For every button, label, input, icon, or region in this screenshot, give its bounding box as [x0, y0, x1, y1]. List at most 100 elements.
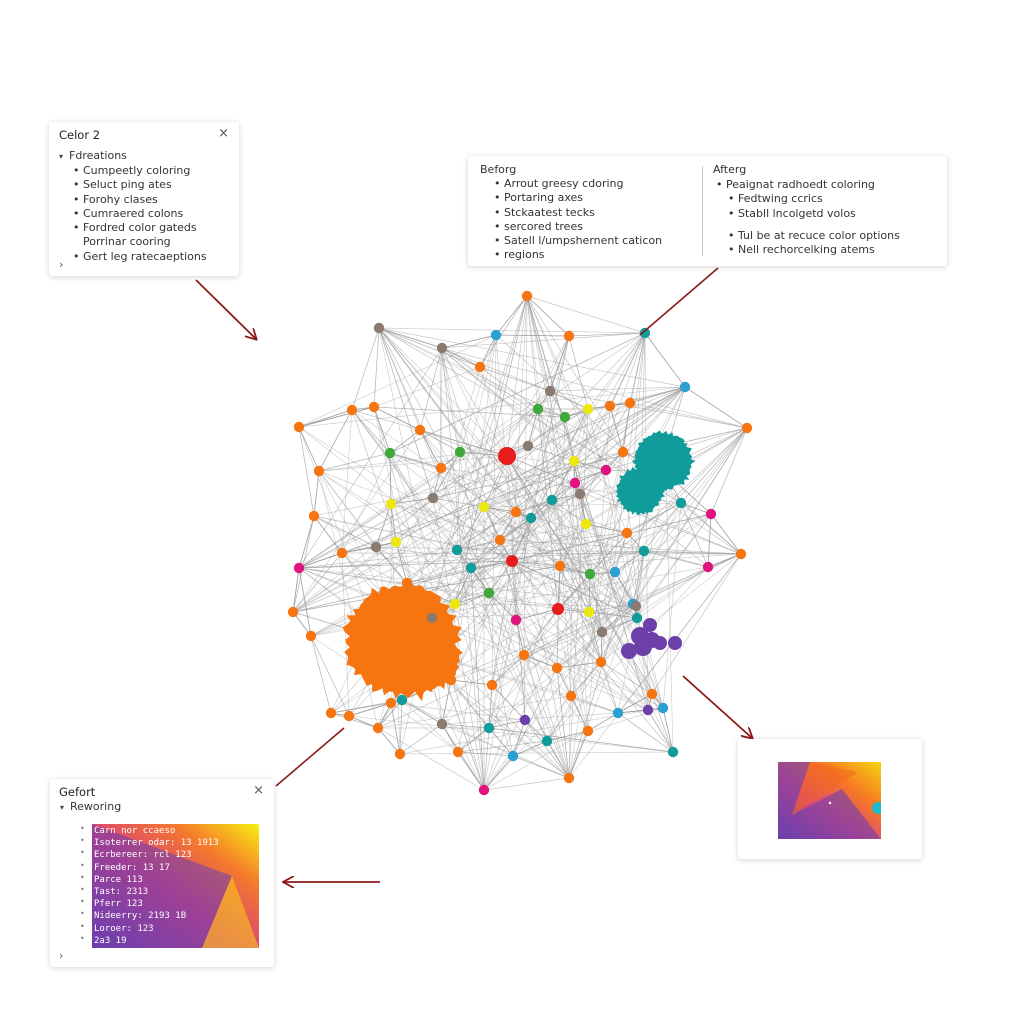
graph-edge	[512, 719, 526, 757]
graph-edge	[617, 693, 653, 714]
color-panel-top-left: Celor 2 × ▾Fdreations •Cumpeetly colorin…	[49, 122, 239, 276]
graph-edge	[557, 573, 591, 610]
graph-edge	[298, 408, 589, 569]
graph-edge	[557, 482, 576, 610]
graph-edge	[559, 553, 742, 567]
list-item[interactable]: •Gert leg ratecaeptions	[73, 249, 207, 263]
graph-edge	[419, 429, 508, 457]
graph-edge	[378, 327, 686, 388]
graph-edge	[298, 347, 443, 569]
graph-edge	[459, 451, 517, 513]
list-item: •Satell l/umpshernent caticon	[494, 234, 663, 248]
graph-node	[559, 411, 571, 423]
graph-edge	[523, 654, 570, 779]
graph-edge	[570, 695, 619, 714]
graph-node	[624, 397, 636, 409]
graph-node	[657, 702, 669, 714]
graph-edge	[431, 482, 576, 619]
graph-edge	[587, 405, 611, 732]
graph-edge	[570, 532, 628, 697]
graph-edge	[651, 553, 742, 695]
graph-edge	[609, 405, 624, 453]
graph-edge	[378, 327, 548, 742]
graph-edge	[401, 699, 443, 725]
graph-node	[554, 560, 566, 572]
graph-edge	[588, 513, 712, 613]
graph-node	[510, 506, 522, 518]
list-item[interactable]: Porrinar cooring	[83, 235, 207, 249]
graph-node	[313, 465, 325, 477]
graph-edge	[551, 499, 587, 525]
graph-edge	[579, 402, 631, 495]
graph-edge	[456, 386, 686, 551]
graph-node	[584, 568, 596, 580]
graph-node	[498, 447, 516, 465]
graph-edge	[377, 727, 485, 791]
graph-edge	[526, 295, 624, 453]
graph-edge	[298, 532, 628, 569]
list-item-label: Porrinar cooring	[83, 235, 171, 249]
graph-edge	[546, 730, 589, 742]
graph-edge	[298, 567, 312, 637]
graph-edge	[662, 502, 682, 709]
graph-edge	[457, 751, 514, 757]
section-label: Reworing	[70, 800, 122, 813]
graph-edge	[647, 709, 674, 753]
graph-edge	[632, 427, 748, 605]
graph-node	[436, 342, 448, 354]
graph-edge	[389, 332, 646, 454]
list-item[interactable]: •Cumraered colons	[73, 206, 184, 220]
graph-edge	[389, 452, 442, 469]
graph-node	[525, 512, 537, 524]
graph-node	[401, 577, 413, 589]
list-item: •Stabll lncolgetd volos	[728, 206, 856, 220]
list-item[interactable]: •Cumpeetly coloring	[73, 164, 191, 177]
chevron-right-icon[interactable]: ›	[59, 949, 64, 962]
graph-edge	[373, 406, 566, 418]
graph-edge	[441, 334, 497, 349]
graph-node	[427, 492, 439, 504]
graph-edge	[488, 727, 674, 753]
graph-edge	[450, 679, 493, 686]
graph-edge	[456, 539, 501, 551]
graph-edge	[491, 684, 526, 721]
graph-node	[596, 626, 608, 638]
graph-edge	[378, 327, 566, 418]
graph-node	[638, 545, 650, 557]
teal-cluster-blob	[615, 465, 666, 516]
graph-node	[600, 464, 612, 476]
graph-edge	[662, 707, 674, 753]
graph-edge	[298, 426, 320, 472]
preview-line: 2a3 19	[94, 935, 127, 946]
option-list: •Cumpeetly coloring •Seluct ping ates •F…	[73, 164, 207, 264]
graph-node	[385, 498, 397, 510]
close-icon[interactable]: ×	[253, 783, 264, 798]
close-icon[interactable]: ×	[218, 126, 229, 141]
graph-edge	[515, 619, 525, 656]
graph-node	[507, 750, 519, 762]
list-item[interactable]: •Forohy clases	[73, 192, 158, 206]
chevron-right-icon[interactable]: ›	[59, 258, 64, 271]
graph-edge	[495, 334, 570, 337]
section-label: Fdreations	[69, 149, 127, 162]
graph-edge	[559, 565, 602, 663]
list-item[interactable]: •Fordred color gateds	[73, 221, 197, 235]
graph-edge	[570, 661, 602, 697]
graph-edge	[488, 619, 517, 729]
graph-edge	[341, 452, 391, 554]
section-header[interactable]: ▾Reworing	[60, 800, 121, 815]
graph-edge	[373, 406, 566, 418]
graph-edge	[506, 455, 590, 613]
section-header[interactable]: ▾Fdreations	[59, 149, 127, 164]
graph-edge	[579, 386, 686, 495]
graph-edge	[556, 667, 570, 779]
graph-node	[510, 614, 522, 626]
list-item-label: Peaignat radhoedt coloring	[726, 178, 875, 191]
graph-edge	[546, 427, 748, 742]
graph-edge	[499, 539, 742, 555]
graph-edge	[579, 493, 637, 607]
graph-node	[541, 735, 553, 747]
list-item[interactable]: •Seluct ping ates	[73, 178, 172, 192]
graph-edge	[600, 550, 645, 663]
preview-line: Ecrbereer: rcl 123	[94, 850, 192, 861]
